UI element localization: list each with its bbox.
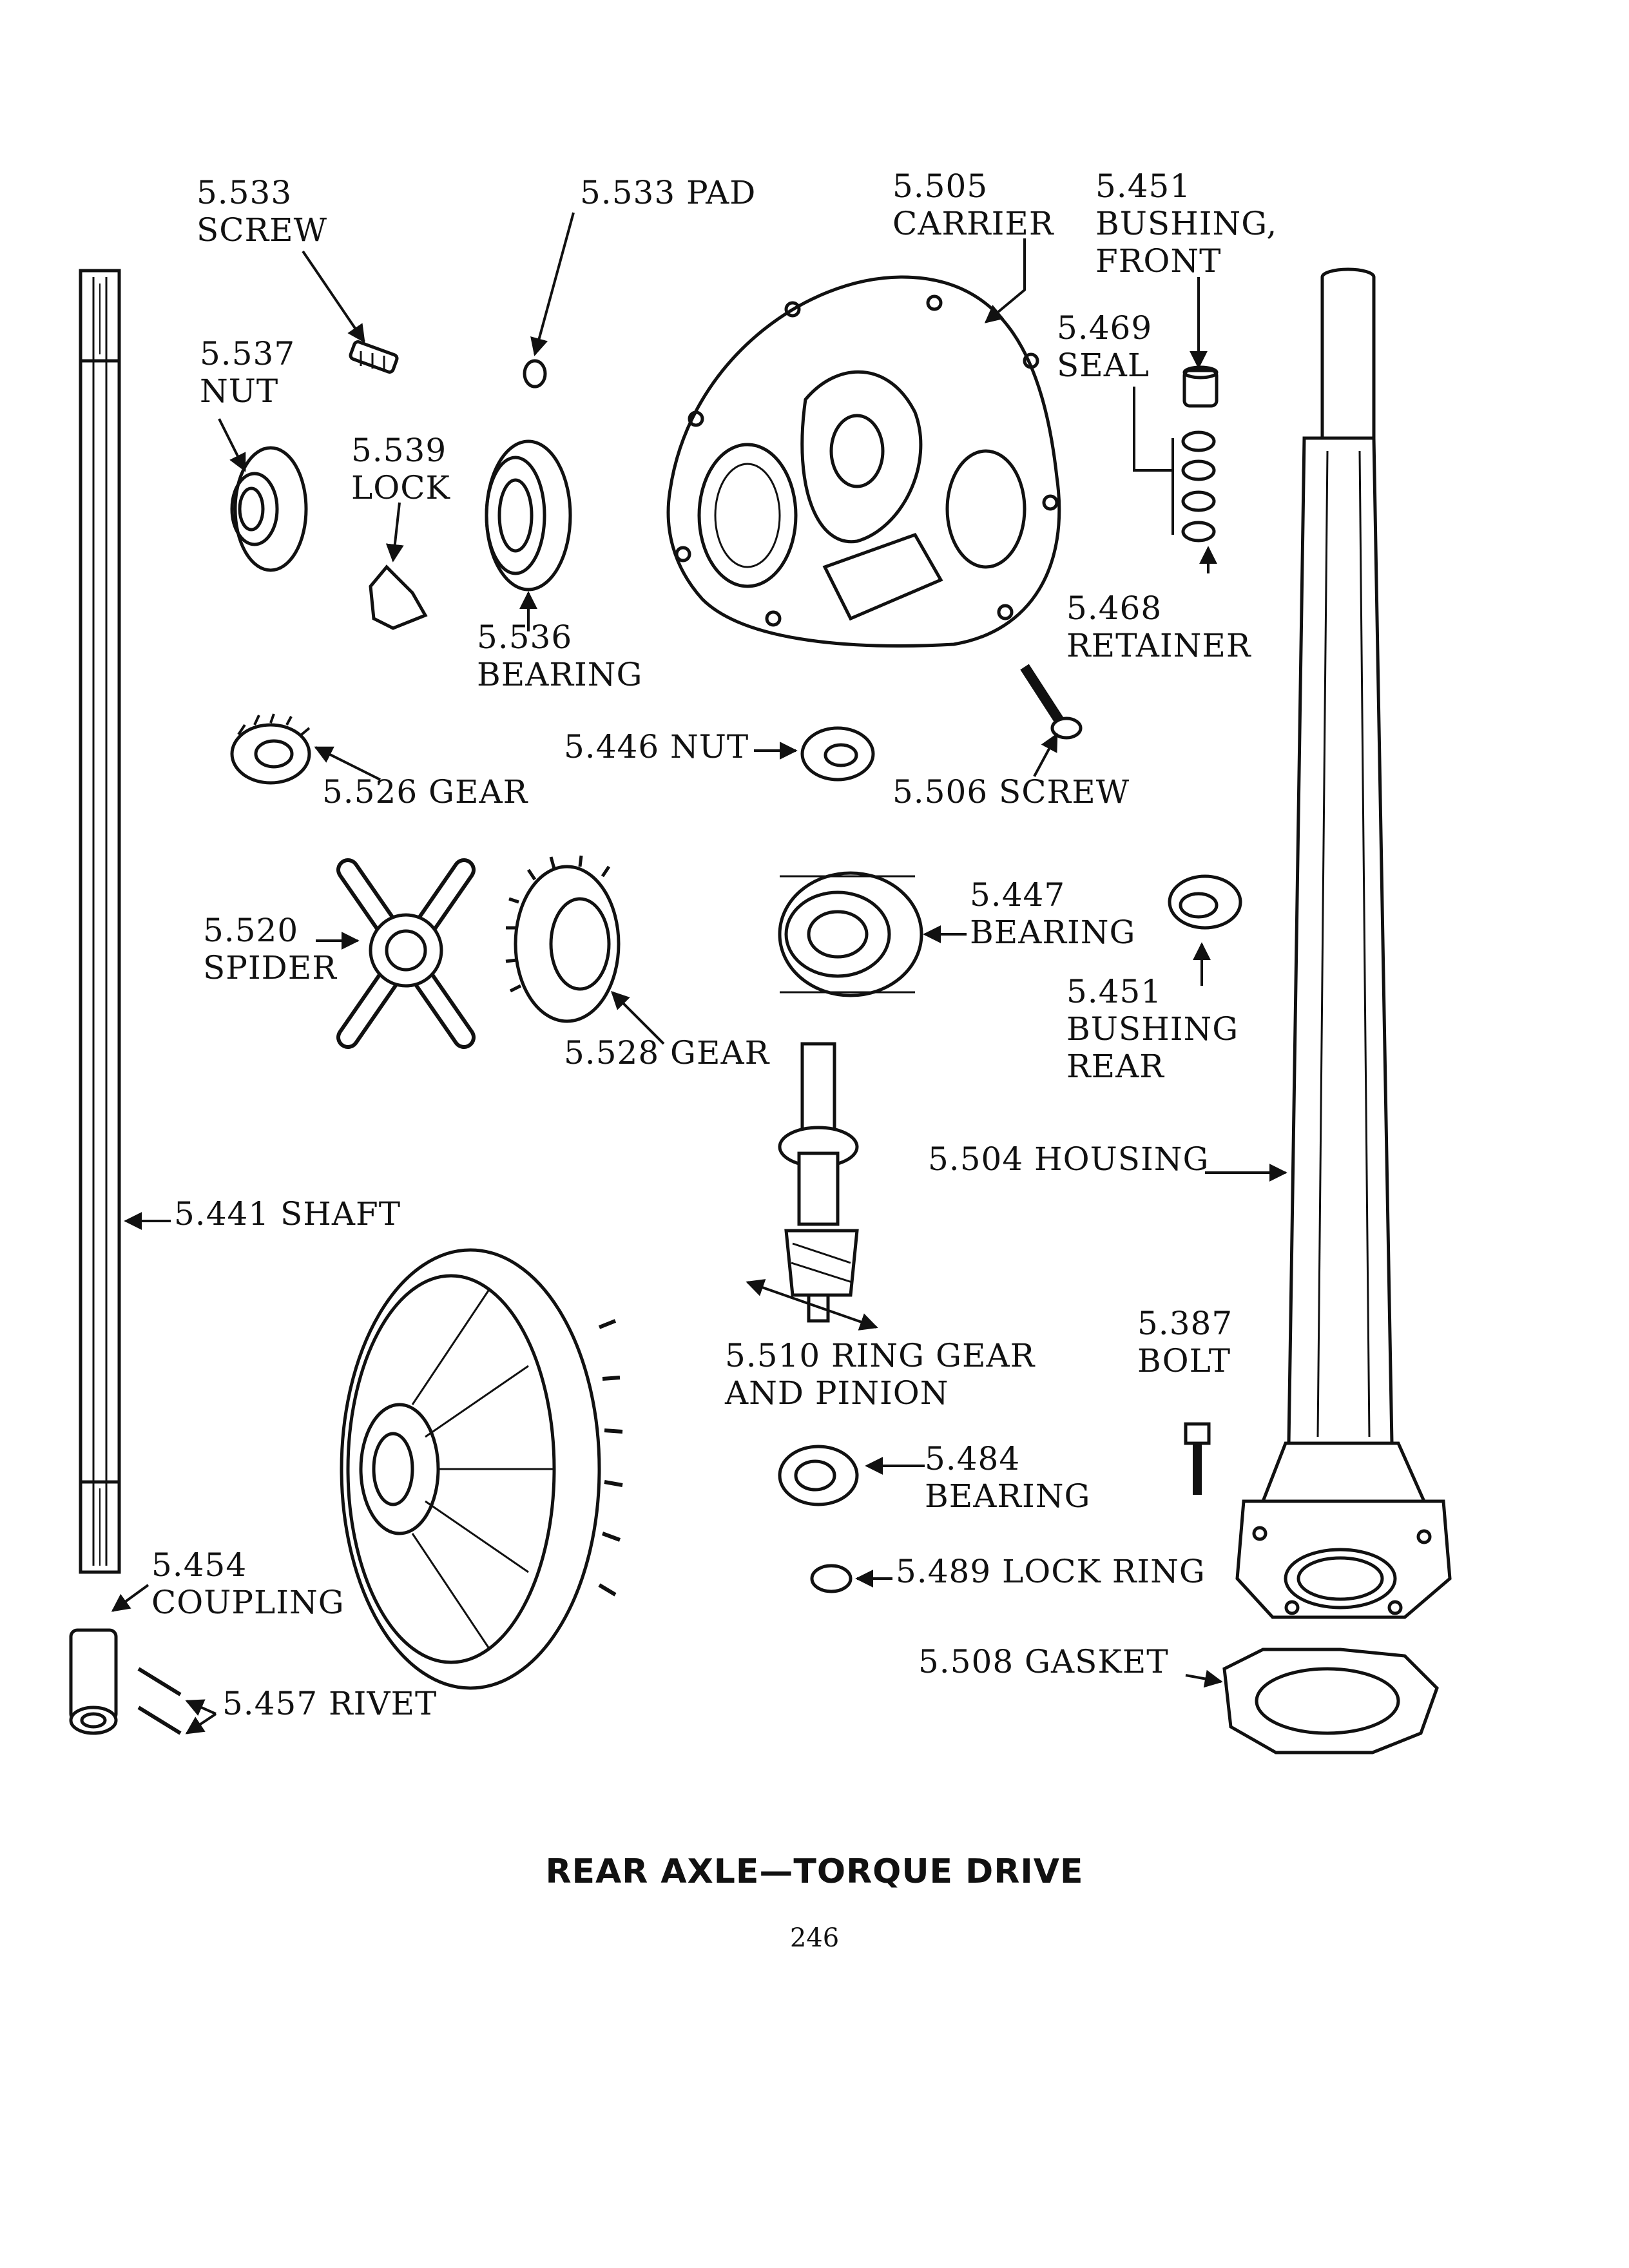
figure-caption: REAR AXLE—TORQUE DRIVE	[545, 1852, 1084, 1891]
label-gear-528: 5.528 GEAR	[564, 1034, 770, 1072]
bolt-part	[1184, 1422, 1211, 1495]
seal-bracket	[1133, 387, 1174, 535]
seal-part	[1181, 430, 1216, 543]
label-nut-446: 5.446 NUT	[564, 728, 749, 765]
bearing-536-part	[485, 439, 572, 591]
leader-lines	[111, 212, 1287, 1735]
lock-ring-part	[810, 1564, 853, 1593]
gasket-part	[1222, 1648, 1439, 1754]
spider-part	[336, 858, 476, 1049]
label-housing-504: 5.504 HOUSING	[928, 1140, 1210, 1178]
axle-housing	[1235, 267, 1452, 1619]
front-bushing-part	[1182, 365, 1219, 408]
coupling-part	[69, 1628, 118, 1735]
gear-528-part	[505, 855, 621, 1023]
label-rivet-457: 5.457 RIVET	[222, 1685, 438, 1722]
label-shaft-441: 5.441 SHAFT	[174, 1195, 401, 1233]
differential-carrier	[666, 275, 1061, 648]
label-gasket-508: 5.508 GASKET	[918, 1643, 1169, 1680]
label-lock-ring-489: 5.489 LOCK RING	[896, 1553, 1206, 1590]
nut-446-part	[800, 726, 875, 782]
ring-gear-part	[340, 1248, 623, 1690]
label-pad-533: 5.533 PAD	[580, 174, 757, 211]
screw-506-part	[1020, 664, 1083, 740]
label-screw-506: 5.506 SCREW	[892, 773, 1130, 811]
lock-part	[369, 564, 428, 630]
bearing-484-part	[778, 1445, 859, 1506]
gear-526-part	[230, 713, 311, 785]
rear-bushing-part	[1168, 874, 1242, 930]
screw-part	[349, 340, 399, 374]
axle-shaft	[79, 269, 121, 1574]
rivet-part	[137, 1667, 182, 1735]
label-gear-526: 5.526 GEAR	[322, 773, 528, 811]
page-number: 246	[789, 1923, 840, 1953]
pinion-part	[778, 1042, 859, 1323]
bearing-447-part	[778, 871, 923, 997]
nut-537-part	[230, 446, 308, 572]
pad-part	[523, 359, 547, 389]
